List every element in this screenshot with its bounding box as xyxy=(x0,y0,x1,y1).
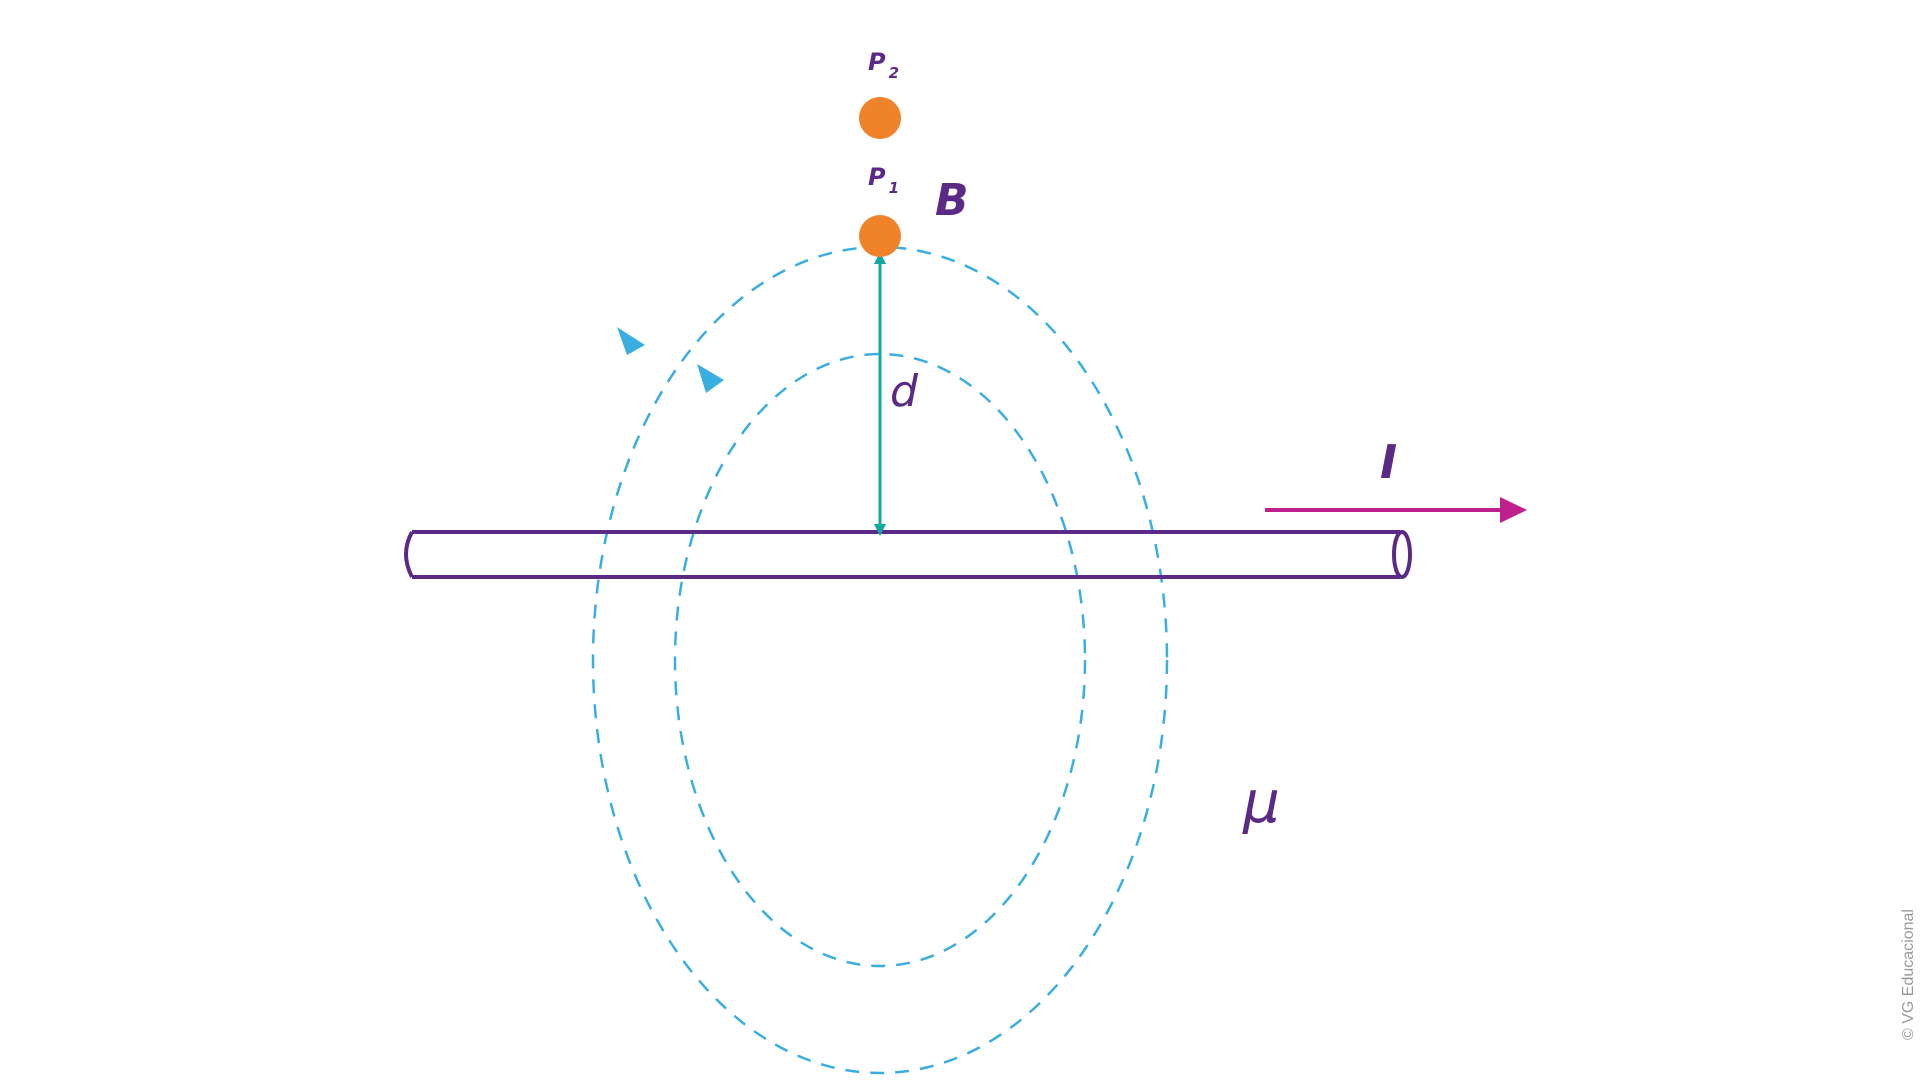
copyright-text: © VG Educacional xyxy=(1900,909,1917,1040)
label-distance-d: d xyxy=(890,366,919,417)
wire xyxy=(404,530,1412,579)
label-current-i: I xyxy=(1380,435,1397,489)
inner-field-direction-arrow xyxy=(697,364,724,393)
label-permeability-mu: μ xyxy=(1242,768,1280,836)
point-p1 xyxy=(859,215,901,257)
current-arrow xyxy=(1265,497,1527,523)
inner-field-line xyxy=(673,352,1087,968)
outer-field-direction-arrow xyxy=(617,327,645,355)
label-field-b: B xyxy=(935,175,969,226)
point-p2 xyxy=(859,97,901,139)
